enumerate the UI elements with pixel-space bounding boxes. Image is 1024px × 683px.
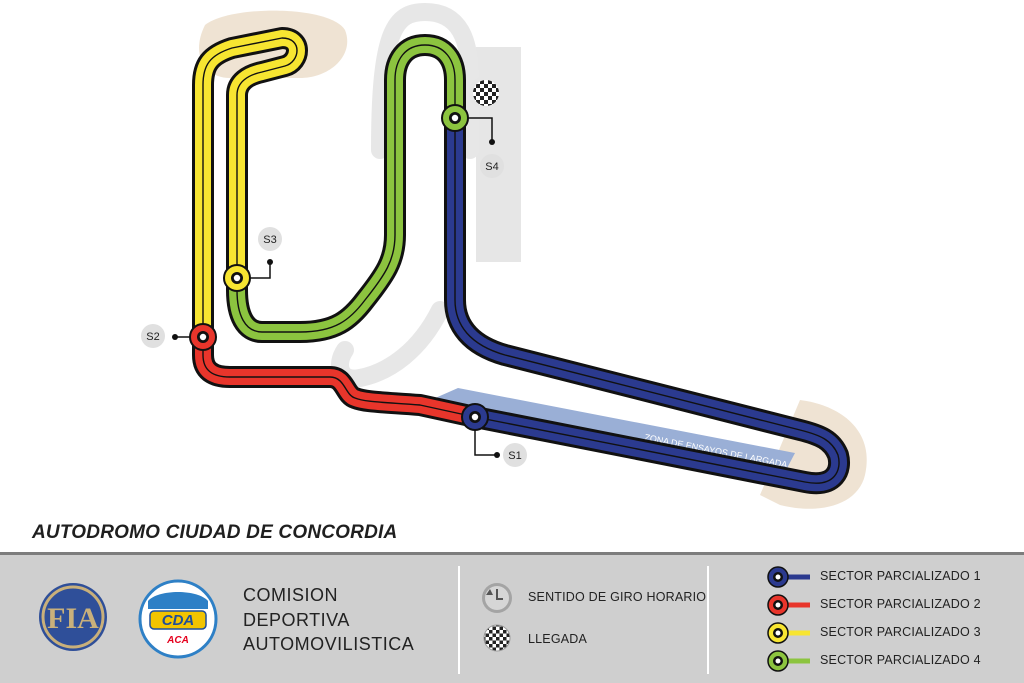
organization-line-1: COMISION xyxy=(243,585,339,605)
sector-4-swatch xyxy=(767,650,810,672)
sector-marker-s1[interactable]: S1 xyxy=(461,403,527,467)
cda-logo: CDA ACA xyxy=(138,579,218,659)
legend-footer: FIA CDA ACA COMISION DEPORTIVA AUTOMOVIL… xyxy=(0,555,1024,683)
clockwise-arrow-icon xyxy=(482,583,512,613)
circuit-title: AUTODROMO CIUDAD DE CONCORDIA xyxy=(32,522,398,543)
sector-legend-swatches xyxy=(767,566,810,672)
organization-line-3: AUTOMOVILISTICA xyxy=(243,634,415,654)
track-sector-4 xyxy=(229,37,463,340)
sector-4-legend-label: SECTOR PARCIALIZADO 4 xyxy=(820,653,981,667)
sector-marker-s4-label: S4 xyxy=(485,161,498,173)
cda-logo-text: CDA xyxy=(162,612,195,629)
organization-line-2: DEPORTIVA xyxy=(243,609,350,630)
sector-2-legend-label: SECTOR PARCIALIZADO 2 xyxy=(820,597,981,611)
finish-label: LLEGADA xyxy=(528,632,588,646)
sector-3-swatch xyxy=(767,622,810,644)
old-track-outline xyxy=(331,2,479,388)
sector-marker-s1-label: S1 xyxy=(508,450,521,462)
fia-logo: FIA xyxy=(39,583,107,651)
sector-3-legend-label: SECTOR PARCIALIZADO 3 xyxy=(820,625,981,639)
track-sector-4-inner-line xyxy=(236,44,456,333)
sector-marker-s3-label: S3 xyxy=(263,234,276,246)
finish-flag-icon xyxy=(469,76,503,110)
sector-marker-s2[interactable]: S2 xyxy=(141,323,217,351)
track-sector-3-inner-line xyxy=(202,37,298,337)
aca-logo-text: ACA xyxy=(166,635,189,646)
sector-1-swatch xyxy=(767,566,810,588)
checkered-flag-icon xyxy=(483,624,511,652)
track-sector-3 xyxy=(195,30,305,345)
fia-logo-text: FIA xyxy=(47,602,99,635)
track-sector-4-outline xyxy=(226,34,466,343)
sector-marker-s3[interactable]: S3 xyxy=(223,227,282,292)
sector-marker-s4[interactable]: S4 xyxy=(441,104,504,178)
direction-label: SENTIDO DE GIRO HORARIO xyxy=(528,590,707,604)
title-divider xyxy=(0,552,1024,555)
organization-name: COMISION DEPORTIVA AUTOMOVILISTICA xyxy=(243,583,414,657)
legend-separator-1 xyxy=(458,566,460,674)
sector-1-legend-label: SECTOR PARCIALIZADO 1 xyxy=(820,569,981,583)
track-sector-1-inner-line xyxy=(454,118,840,484)
track-sector-2-inner-line xyxy=(202,337,476,418)
sector-marker-s2-label: S2 xyxy=(146,331,159,343)
legend-separator-2 xyxy=(707,566,709,674)
circuit-map: ZONA DE ENSAYOS DE LARGADA S4 xyxy=(141,2,867,509)
sector-2-swatch xyxy=(767,594,810,616)
